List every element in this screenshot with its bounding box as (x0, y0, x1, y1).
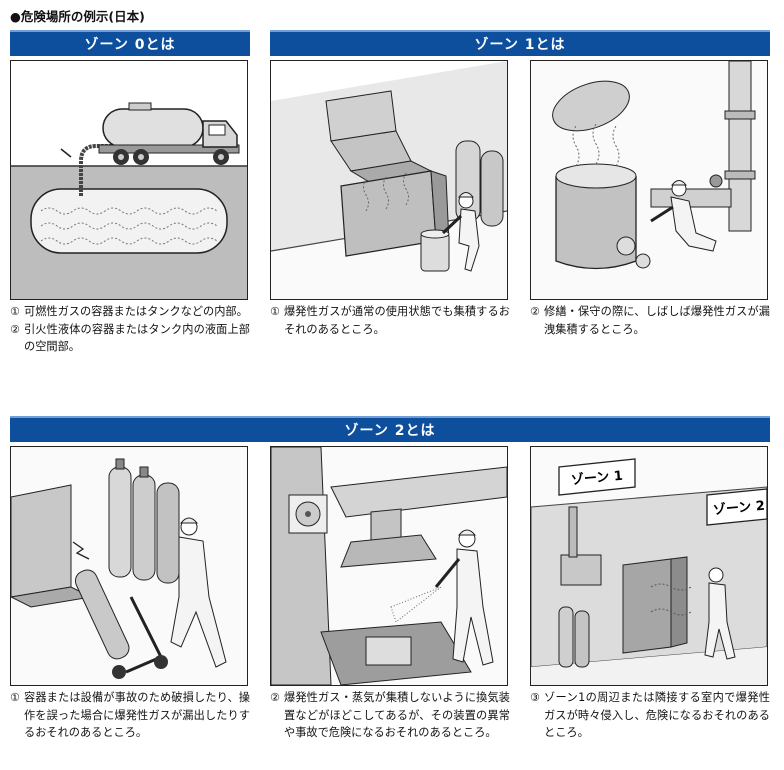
open-vessel-icon (552, 80, 637, 270)
zone2-illustration-panel-1 (10, 446, 248, 686)
zone0-caption-2: ② 引火性液体の容器またはタンク内の液面上部の空間部。 (10, 322, 250, 354)
zone2-caption-2: ② 爆発性ガス・蒸気が集積しないように換気装置などがほどこしてあるが、その装置の… (270, 691, 510, 739)
zone0-illustration-panel (10, 60, 248, 300)
worker-icon (650, 180, 717, 252)
zone0-captions: ① 可燃性ガスの容器またはタンクなどの内部。 ② 引火性液体の容器またはタンク内… (10, 303, 250, 356)
zone2-illustration-panel-2 (270, 446, 508, 686)
zone1-caption-2: ② 修繕・保守の際に、しばしば爆発性ガスが漏洩集積するところ。 (530, 305, 770, 336)
worker-icon (441, 192, 480, 272)
zone2-illustration-panel-3: ゾーン 1 ゾーン 2 (530, 446, 768, 686)
doorway-icon (622, 556, 692, 654)
zone1-caption-1: ① 爆発性ガスが通常の使用状態でも集積するおそれのあるところ。 (270, 305, 510, 336)
exhaust-hood-icon (330, 466, 507, 568)
gas-cylinder-icon (108, 458, 180, 584)
zone0-caption-1: ① 可燃性ガスの容器またはタンクなどの内部。 (10, 305, 248, 318)
tanker-truck-icon (98, 102, 240, 165)
worker-icon (704, 567, 736, 660)
page-heading: ●危険場所の例示(日本) (10, 9, 145, 24)
underground-tank-icon (30, 188, 228, 254)
drum-icon (420, 229, 450, 272)
zone2-caption-1: ① 容器または設備が事故のため破損したり、操作を誤った場合に爆発性ガスが漏出した… (10, 691, 250, 739)
zone1-illustration-panel-1 (270, 60, 508, 300)
zone1-illustration-panel-2 (530, 60, 768, 300)
zone2-banner: ゾーン 2とは (10, 416, 770, 442)
zone0-banner: ゾーン 0とは (10, 30, 250, 56)
svg-text:ゾーン 1: ゾーン 1 (570, 468, 623, 488)
worker-icon (170, 517, 227, 668)
zone1-banner: ゾーン 1とは (270, 30, 770, 56)
zone1-sign: ゾーン 1 (558, 458, 636, 496)
pipe-icon (650, 61, 756, 232)
svg-text:ゾーン 2: ゾーン 2 (712, 498, 765, 518)
exhaust-fan-icon (288, 494, 328, 534)
process-tank-icon (340, 170, 450, 257)
worker-icon (434, 529, 494, 666)
zone2-sign: ゾーン 2 (706, 488, 767, 526)
zone2-caption-3: ③ ゾーン1の周辺または隣接する室内で爆発性ガスが時々侵入し、危険になるおそれの… (530, 691, 770, 739)
